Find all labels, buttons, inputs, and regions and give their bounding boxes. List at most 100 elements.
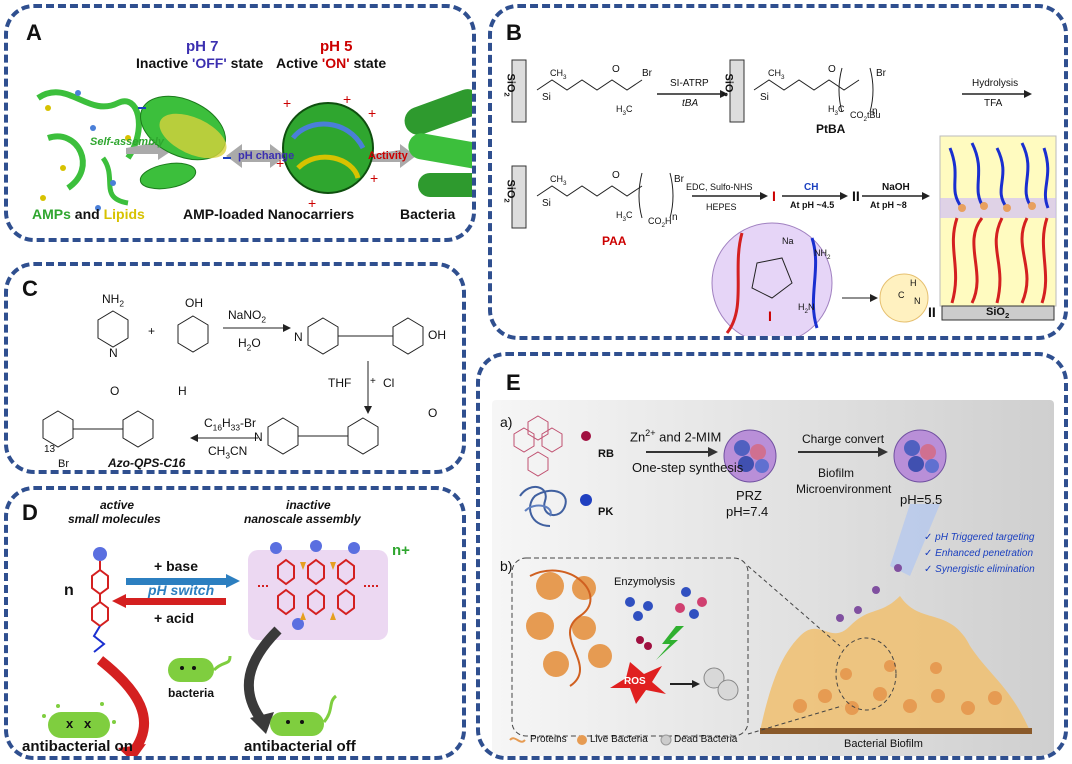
panel-d: D active small molecules inactive nanosc… [4,486,466,760]
roman-one-bubble-label: I [768,308,772,324]
naoh-label: NaOH [882,182,910,193]
live-bacteria-icon [270,694,338,736]
inactive-label-1: inactive [286,498,331,512]
panel-c-scheme [42,310,424,455]
check-elimination: ✓ Synergistic elimination [924,564,1035,575]
panel-d-label: D [22,500,38,525]
si-label-2: Si [760,92,769,103]
panel-c-label: C [22,276,38,301]
panel-e-label: E [506,370,521,395]
subpanel-b-label: b) [500,558,513,574]
x-mark-2: x [84,716,92,731]
oh-label: OH [185,296,203,310]
ch3-label-3: CH3 [550,174,567,187]
amps-lipids-cloud-icon [36,89,142,211]
sio2-label-3: SiO2 [502,179,517,203]
compound-name: Azo-QPS-C16 [108,456,186,470]
charge-convert-label: Charge convert [802,432,885,446]
sio2-label-2: SiO2 [720,73,735,97]
enzymolysis-label: Enzymolysis [614,576,676,588]
tba-label: tBA [682,98,699,109]
ptba-label: PtBA [816,122,846,136]
sub13-label: 13 [44,444,56,455]
legend-proteins: Proteins [530,734,567,745]
o-label-1: O [612,64,620,75]
active-nanocarrier-icon: ++ ++ ++ [276,91,378,211]
na-label: Na [782,236,794,246]
antibacterial-on-label: antibacterial on [22,738,133,755]
dead-bacteria-icon [42,702,116,738]
panel-a: A pH 7 Inactive 'OFF' state pH 5 Active … [4,4,476,242]
check-penetration: ✓ Enhanced penetration [924,548,1034,559]
ch-label: CH [804,182,819,193]
ph5-label: pH 5 [320,38,353,55]
active-label-1: active [100,498,135,512]
br-label-1: Br [642,68,652,79]
n-label: n [64,582,74,599]
si-atrp-label: SI-ATRP [670,78,709,89]
panel-c: C NH2 N OH + NaNO2 H2O OH N THF Cl + O N… [4,262,466,474]
pk-label: PK [598,506,614,518]
nh-label: N [914,296,921,306]
legend-dead: Dead Bacteria [674,734,738,745]
panel-e: E [476,352,1068,760]
ph74-label: pH=7.4 [726,504,769,519]
antibacterial-off-label: antibacterial off [244,738,356,755]
hydrolysis-label: Hydrolysis [972,78,1019,89]
prz-label: PRZ [736,488,762,503]
svg-text:+: + [370,170,378,186]
hepes-label: HEPES [706,202,737,212]
roman-two-label: II [852,188,860,204]
h3c-label-2: H3C [828,104,845,117]
rb-molecule-icon [513,415,563,477]
n-atom-label-1: N [109,346,118,360]
c16-label: C16H33-Br [204,416,256,433]
ros-label: ROS [624,676,646,687]
amps-lipids-label: AMPs and Lipids [32,206,145,222]
ph55-label: pH=5.5 [900,492,943,507]
panel-e-scheme [509,415,1032,746]
o-label-3: O [612,170,620,181]
svg-text:+: + [276,155,284,171]
c-label: C [898,290,905,300]
nh2-label-1: NH2 [814,248,831,261]
br-label: Br [58,458,69,470]
h-label: H [910,278,917,288]
plus-label-2: + [370,376,376,387]
n-label-1: n [872,106,878,117]
h2n-label: H2N [798,302,815,315]
zn-label: Zn2+ and 2-MIM [630,428,722,445]
svg-text:+: + [308,195,316,211]
activity-label: Activity [368,150,408,162]
ph-change-label: pH change [238,150,295,162]
legend-live: Live Bacteria [590,734,648,745]
prz-nanoparticle-icon [723,429,777,483]
o-label-2: O [110,384,120,398]
cl-label: Cl [383,376,395,390]
h3c-label-3: H3C [616,210,633,223]
roman-two-bubble-label: II [928,304,936,320]
br-label-3: Br [674,174,684,185]
rb-label: RB [598,448,614,460]
ph8-label: At pH ~8 [870,200,907,210]
pk-protein-icon [519,486,567,527]
n-atom-label-3: N [254,430,263,444]
h2o-label: H2O [238,336,261,353]
bacteria-icon [404,89,472,197]
ph45-label: At pH ~4.5 [790,200,835,210]
o-label: O [428,406,438,420]
one-step-label: One-step synthesis [632,460,744,475]
polymer-brush-icon [939,135,1057,321]
biofilm-caption: Bacterial Biofilm [844,738,923,750]
sio2-brush-label: SiO2 [986,306,1010,321]
svg-text:+: + [283,95,291,111]
charged-nanoparticle-icon [893,429,947,483]
oh-label-2: OH [428,328,446,342]
biofilm-line2-label: Microenvironment [796,482,892,496]
bacteria-icon-center [168,655,232,682]
ch3-label-1: CH3 [550,68,567,81]
panel-b: B [488,4,1068,340]
inactive-label-2: nanoscale assembly [244,512,361,526]
sio2-label-1: SiO2 [502,73,517,97]
x-mark-1: x [66,716,74,731]
